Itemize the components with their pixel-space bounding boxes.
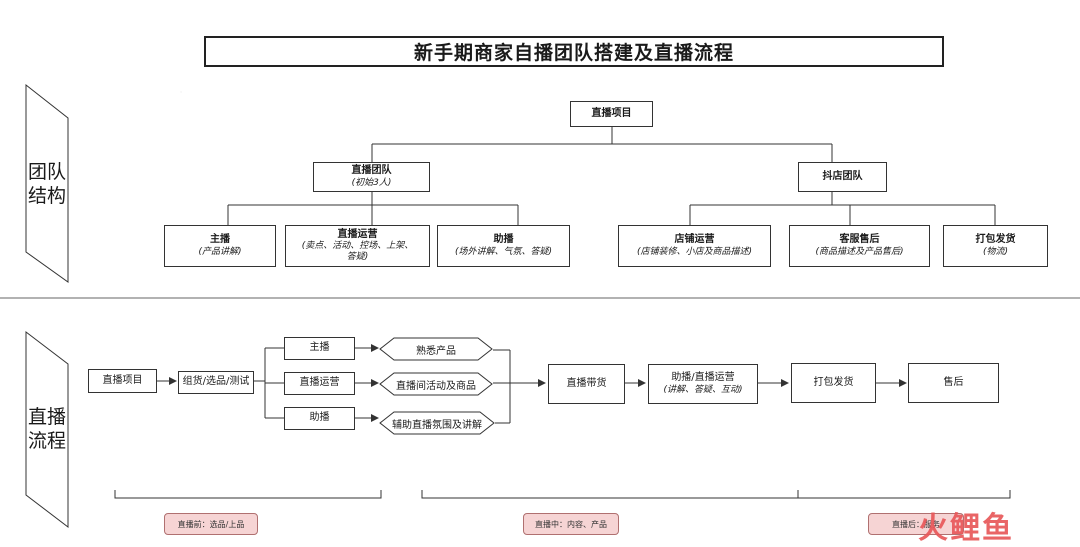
node-title: 直播带货 bbox=[566, 377, 607, 389]
phase-label: 直播中：内容、产品 bbox=[535, 519, 607, 529]
node-subtitle: (物流) bbox=[982, 246, 1009, 257]
node-subtitle: (场外讲解、气氛、答疑) bbox=[454, 246, 553, 257]
node-title: 店铺运营 bbox=[674, 234, 715, 246]
node-title: 助播 bbox=[309, 412, 330, 424]
node-title: 组货/选品/测试 bbox=[182, 376, 250, 388]
flow-role-anchor: 主播 bbox=[284, 337, 355, 360]
node-title: 熟悉产品 bbox=[416, 345, 456, 357]
phase-badge-before: 直播前：选品/上品 bbox=[164, 513, 258, 535]
flow-role-assistant: 助播 bbox=[284, 407, 355, 430]
flow-prep-node: 组货/选品/测试 bbox=[178, 371, 254, 394]
node-title: 主播 bbox=[210, 234, 230, 246]
section-label-flow: 直播 流程 bbox=[28, 405, 66, 453]
node-title: 抖店团队 bbox=[822, 170, 863, 182]
flow-after-sale-node: 售后 bbox=[908, 363, 999, 403]
org-root-node: 直播项目 bbox=[570, 101, 653, 127]
node-subtitle: (商品描述及产品售后) bbox=[815, 246, 904, 257]
task-familiarize-products: 熟悉产品 bbox=[380, 338, 492, 360]
live-team-node: 直播团队 (初始3人) bbox=[313, 162, 430, 192]
section-label-line: 结构 bbox=[28, 185, 67, 207]
node-title: 直播项目 bbox=[591, 107, 632, 119]
brand-text: 火鲤鱼 bbox=[918, 511, 1014, 546]
node-title: 直播团队 bbox=[351, 165, 392, 177]
node-title: 直播运营 bbox=[337, 228, 378, 240]
node-title: 主播 bbox=[309, 342, 330, 354]
section-label-line: 团队 bbox=[28, 161, 67, 183]
flow-live-selling-node: 直播带货 bbox=[548, 364, 625, 404]
node-title: 助播 bbox=[493, 234, 514, 246]
role-node-shipping: 打包发货 (物流) bbox=[943, 225, 1048, 267]
brand-logo: 火鲤鱼 bbox=[918, 505, 1078, 546]
node-subtitle: (店铺装修、小店及商品描述) bbox=[636, 246, 753, 257]
task-assist-atmosphere: 辅助直播氛围及讲解 bbox=[380, 412, 494, 434]
role-node-shop-ops: 店铺运营 (店铺装修、小店及商品描述) bbox=[618, 225, 771, 267]
node-subtitle: (产品讲解) bbox=[198, 246, 242, 257]
node-title: 直播项目 bbox=[102, 374, 143, 386]
role-node-anchor: 主播 (产品讲解) bbox=[164, 225, 276, 267]
node-title: 客服售后 bbox=[839, 234, 880, 246]
section-label-line: 直播 bbox=[28, 406, 67, 428]
page-title: 新手期商家自播团队搭建及直播流程 bbox=[204, 36, 944, 67]
node-title: 直播间活动及商品 bbox=[396, 380, 476, 392]
shop-team-node: 抖店团队 bbox=[798, 162, 887, 192]
flow-ship-node: 打包发货 bbox=[791, 363, 876, 403]
phase-badge-after: 直播后：服务 bbox=[868, 513, 964, 535]
flow-start-node: 直播项目 bbox=[88, 369, 157, 393]
role-node-live-ops: 直播运营 (卖点、活动、控场、上架、答疑) bbox=[285, 225, 430, 267]
node-subtitle: (卖点、活动、控场、上架、答疑) bbox=[301, 241, 414, 263]
task-live-activities: 直播间活动及商品 bbox=[380, 373, 492, 395]
node-title: 直播运营 bbox=[299, 377, 340, 389]
role-node-customer-service: 客服售后 (商品描述及产品售后) bbox=[789, 225, 930, 267]
node-subtitle: (讲解、答疑、互动) bbox=[663, 384, 743, 395]
section-label-line: 流程 bbox=[28, 430, 67, 452]
node-title: 辅助直播氛围及讲解 bbox=[392, 419, 482, 431]
node-title: 打包发货 bbox=[813, 376, 854, 388]
role-node-assistant: 助播 (场外讲解、气氛、答疑) bbox=[437, 225, 570, 267]
node-title: 助播/直播运营 bbox=[671, 372, 735, 384]
flow-assist-node: 助播/直播运营 (讲解、答疑、互动) bbox=[648, 364, 758, 404]
phase-badge-during: 直播中：内容、产品 bbox=[523, 513, 619, 535]
node-subtitle: (初始3人) bbox=[351, 177, 392, 188]
phase-label: 直播后：服务 bbox=[892, 519, 940, 529]
section-label-structure: 团队 结构 bbox=[28, 160, 66, 208]
node-title: 售后 bbox=[943, 376, 964, 388]
node-title: 打包发货 bbox=[975, 234, 1016, 246]
flow-role-live-ops: 直播运营 bbox=[284, 372, 355, 395]
phase-label: 直播前：选品/上品 bbox=[177, 519, 245, 529]
